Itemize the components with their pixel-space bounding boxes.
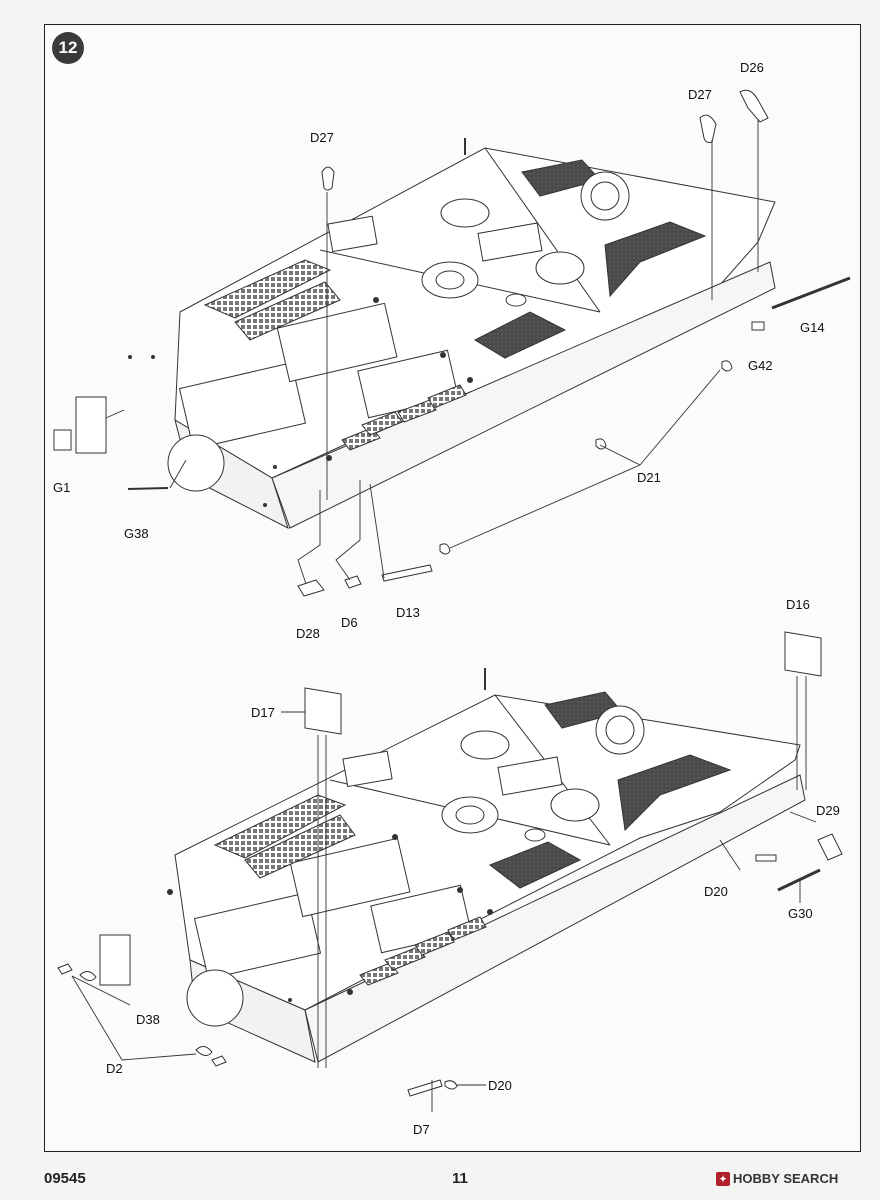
bottom-hatch-2 (460, 730, 510, 760)
top-grille-small-3 (397, 399, 437, 423)
bottom-hatch-4 (550, 788, 600, 822)
part-D26 (739, 89, 769, 123)
top-grille-small-2 (361, 411, 403, 436)
label-D38: D38 (136, 1012, 160, 1027)
part-G42 (751, 321, 765, 331)
bottom-hatch-3 (441, 796, 499, 834)
bottom-hull (99, 668, 806, 1063)
part-G1 (53, 429, 72, 451)
label-D27-top-right: D27 (688, 87, 712, 102)
top-engine-panel-2 (276, 302, 398, 383)
top-rear-box (75, 396, 107, 454)
label-D2: D2 (106, 1061, 123, 1076)
top-antislip-2 (604, 221, 707, 298)
bottom-engine-panel-1 (193, 892, 322, 980)
watermark: ✦ HOBBY SEARCH (716, 1171, 838, 1186)
bottom-grille-rear (244, 814, 356, 879)
bottom-antislip-3 (488, 841, 582, 889)
part-D27-top-left (321, 166, 335, 191)
top-hull (75, 138, 776, 529)
step-number-badge: 12 (52, 32, 84, 64)
part-D27-top-right (699, 114, 717, 143)
bottom-grille-large (213, 794, 347, 859)
label-D29: D29 (816, 803, 840, 818)
part-D2-a (57, 963, 73, 975)
top-hatch-2 (440, 198, 490, 228)
top-grille-rear (234, 281, 341, 341)
watermark-text: HOBBY SEARCH (733, 1171, 839, 1186)
part-D20-right (755, 854, 777, 862)
label-D16: D16 (786, 597, 810, 612)
top-engine-panel-1 (178, 362, 307, 450)
part-D20-bottom (444, 1080, 458, 1090)
top-grille-small-4 (427, 384, 467, 409)
part-D38-a (79, 971, 97, 981)
label-D27-top-left: D27 (310, 130, 334, 145)
label-D20-right: D20 (704, 884, 728, 899)
part-G14 (771, 276, 851, 310)
top-rear-plate (167, 434, 225, 492)
product-code: 09545 (44, 1170, 86, 1187)
page-number: 11 (452, 1170, 468, 1187)
top-hull-side (271, 261, 776, 529)
watermark-logo-icon: ✦ (716, 1171, 730, 1186)
bottom-antislip-2 (617, 754, 732, 832)
part-D21-a (721, 360, 733, 372)
bottom-parts (57, 631, 843, 1097)
part-D28 (297, 579, 325, 597)
label-G38: G38 (124, 526, 149, 541)
top-hatch-4 (535, 251, 585, 285)
part-D6 (344, 575, 362, 589)
label-D13: D13 (396, 605, 420, 620)
label-G30: G30 (788, 906, 813, 921)
part-D38-b (195, 1046, 213, 1056)
bottom-grille-small-4 (447, 916, 487, 941)
part-D21-c (439, 543, 451, 555)
part-D2-b (211, 1055, 227, 1067)
part-D16 (784, 631, 822, 677)
part-G30 (777, 868, 821, 892)
label-D7: D7 (413, 1122, 430, 1137)
label-D17: D17 (251, 705, 275, 720)
label-G14: G14 (800, 320, 825, 335)
label-G1: G1 (53, 480, 71, 495)
bottom-commander-hatch (595, 705, 645, 755)
top-commander-hatch (580, 171, 630, 221)
part-G38 (127, 487, 169, 490)
label-D21: D21 (637, 470, 661, 485)
top-parts (53, 89, 851, 597)
bottom-leader-lines (71, 676, 817, 1112)
part-D13 (381, 564, 433, 582)
part-D17 (304, 687, 342, 735)
top-leader-lines (105, 120, 759, 585)
top-grille-large (203, 259, 332, 319)
label-D26: D26 (740, 60, 764, 75)
label-D6: D6 (341, 615, 358, 630)
label-D28: D28 (296, 626, 320, 641)
top-antislip-3 (473, 311, 567, 359)
part-D7 (407, 1079, 443, 1097)
bottom-grille-small-3 (414, 931, 455, 956)
bottom-rear-plate (186, 969, 244, 1027)
bottom-engine-panel-2 (289, 837, 411, 918)
bottom-rear-box (99, 934, 131, 986)
bottom-grille-small-1 (359, 962, 399, 986)
bottom-hull-side (304, 774, 806, 1063)
top-hatch-3 (421, 261, 479, 299)
bottom-grille-small-2 (384, 946, 426, 971)
part-D29 (817, 833, 843, 861)
label-D20-bottom: D20 (488, 1078, 512, 1093)
label-G42: G42 (748, 358, 773, 373)
